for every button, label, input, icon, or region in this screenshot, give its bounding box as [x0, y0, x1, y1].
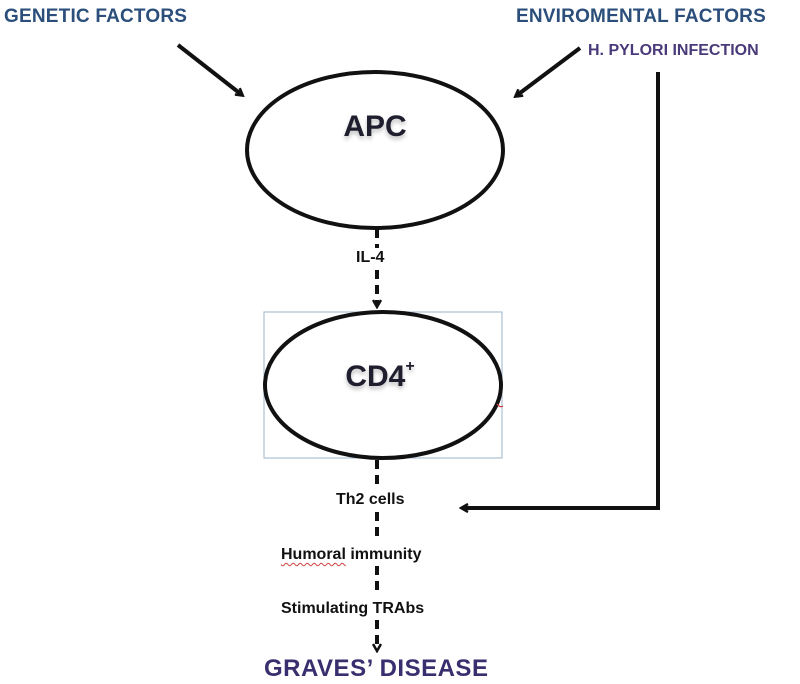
- environmental-arrow: [516, 46, 582, 96]
- environmental-factors-label: ENVIROMENTAL FACTORS: [516, 6, 766, 27]
- humoral-word: Humoral: [281, 546, 346, 563]
- cd4-handle-mark: [496, 403, 504, 408]
- h-pylori-bypass-arrow: [462, 72, 660, 508]
- apc-label: APC: [343, 110, 407, 143]
- cd4-superscript: +: [405, 358, 415, 375]
- graves-disease-label: GRAVES’ DISEASE: [264, 655, 489, 682]
- humoral-immunity-label: Humoral immunity: [281, 546, 421, 564]
- stimulating-trabs-label: Stimulating TRAbs: [281, 600, 425, 617]
- apc-node: [245, 70, 505, 230]
- genetic-arrow: [176, 43, 242, 95]
- il4-label: IL-4: [356, 249, 385, 266]
- cd4-label-text: CD4: [345, 360, 406, 393]
- h-pylori-infection-label: H. PYLORI INFECTION: [588, 42, 759, 59]
- cd4-label: CD4+: [315, 358, 445, 394]
- genetic-factors-label: GENETIC FACTORS: [4, 6, 188, 27]
- cd4-node: [263, 310, 503, 460]
- th2-cells-label: Th2 cells: [336, 491, 405, 508]
- immunity-word: immunity: [345, 546, 422, 563]
